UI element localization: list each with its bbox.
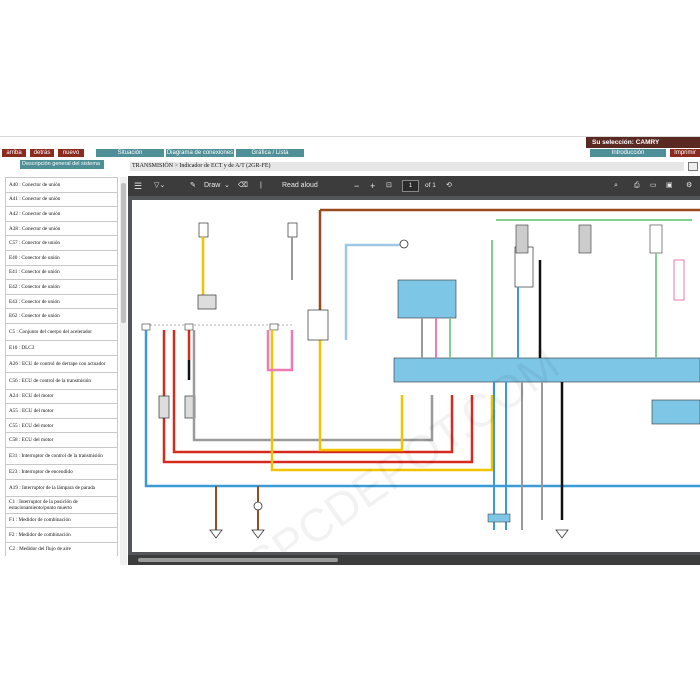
sensor-right (673, 259, 685, 301)
list-item[interactable]: C55 : ECU del motor (5, 417, 118, 433)
list-item[interactable]: E62 : Conector de unión (5, 308, 118, 323)
list-item[interactable]: A41 : Conector de unión (5, 191, 118, 207)
save-icon[interactable]: ▭ (650, 182, 657, 189)
ecu-bar (393, 357, 700, 383)
pdf-toolbar: ☰ ▽⌄ ✎ Draw ⌄ ⌫ | Read aloud − + ⊡ 1 of … (128, 176, 700, 196)
connector-bottom (487, 513, 511, 523)
list-item[interactable]: A24 : ECU del motor (5, 388, 118, 404)
zoom-in-icon[interactable]: + (370, 181, 376, 191)
draw-button[interactable]: Draw (204, 182, 221, 189)
print-icon[interactable]: ⎙ (634, 182, 640, 189)
list-item[interactable]: C1 : Interruptor de la posición de estac… (5, 495, 118, 513)
settings-icon[interactable]: ⚙ (686, 182, 693, 189)
ecu-right-block (651, 399, 700, 425)
list-item[interactable]: A55 : ECU del motor (5, 403, 118, 418)
tab-situacion[interactable]: Situación (96, 149, 164, 157)
print-button[interactable]: Imprimir (670, 149, 700, 157)
fuse-right-2 (578, 224, 592, 254)
draw-chevron-icon[interactable]: ⌄ (224, 182, 230, 189)
list-item[interactable]: E31 : Interruptor de control de la trans… (5, 446, 118, 464)
list-item[interactable]: C56 : ECU de control de la transmisión (5, 371, 118, 389)
wiring-diagram-page[interactable]: SPCDEPOT.COM (132, 200, 700, 552)
intro-button[interactable]: Introducción (590, 149, 666, 157)
page-number-input[interactable]: 1 (402, 180, 419, 192)
wire-lightblue (344, 243, 400, 340)
fuse-right-3 (649, 224, 663, 254)
pdf-viewer: ☰ ▽⌄ ✎ Draw ⌄ ⌫ | Read aloud − + ⊡ 1 of … (128, 176, 700, 565)
wire-gray-long (192, 330, 434, 442)
list-item[interactable]: C5 : Conjunto del cuerpo del acelerador (5, 322, 118, 340)
page-total: of 1 (425, 182, 436, 189)
wiring-diagram: SPCDEPOT.COM (141, 208, 700, 552)
list-item[interactable]: A42 : Conector de unión (5, 206, 118, 221)
list-item[interactable]: C57 : Conector de unión (5, 235, 118, 250)
switch-1 (158, 395, 170, 419)
connector-l1 (141, 323, 151, 331)
ground-symbol-3 (555, 529, 569, 539)
list-item[interactable]: C58 : ECU del motor (5, 432, 118, 447)
connector-l2 (184, 323, 194, 331)
filter-icon[interactable]: ▽⌄ (154, 182, 166, 189)
save-as-icon[interactable]: ▣ (666, 182, 673, 189)
fuse-2 (287, 222, 298, 238)
menu-icon[interactable]: ☰ (134, 181, 143, 191)
tab-diagrama[interactable]: Diagrama de conexiones (166, 149, 234, 157)
rotate-icon[interactable]: ⟲ (446, 182, 452, 189)
ground-symbol-1 (209, 529, 223, 539)
ground-symbol-2 (251, 529, 265, 539)
junction-node (253, 501, 263, 511)
window-icon[interactable] (688, 162, 698, 171)
list-item[interactable]: E43 : Conector de unión (5, 293, 118, 309)
list-item[interactable]: A38 : Conector de unión (5, 220, 118, 236)
relay-1 (197, 294, 217, 310)
top-navigation: arriba detrás nuevo Situación Diagrama d… (0, 136, 700, 159)
search-icon[interactable]: ⌕ (614, 182, 618, 189)
nav-up-button[interactable]: arriba (2, 149, 26, 157)
list-item[interactable]: E40 : Conector de unión (5, 249, 118, 265)
selection-label: Su selección: CAMRY (586, 137, 700, 148)
draw-icon[interactable]: ✎ (190, 182, 196, 189)
tab-grafica[interactable]: Gráfica / Lista (236, 149, 304, 157)
list-item[interactable]: C2 : Medidor del flujo de aire (5, 541, 118, 557)
list-item[interactable]: A19 : Interruptor de la lámpara de parad… (5, 478, 118, 496)
eraser-icon[interactable]: ⌫ (238, 182, 248, 189)
system-overview-link[interactable]: Descripción general del sistema (20, 160, 104, 169)
list-item[interactable]: E41 : Conector de unión (5, 264, 118, 280)
relay-center (307, 309, 329, 341)
fuse-1 (198, 222, 209, 238)
list-item[interactable]: F1 : Medidor de combinación (5, 512, 118, 528)
left-scroll-thumb[interactable] (121, 183, 126, 323)
read-aloud-button[interactable]: Read aloud (282, 182, 318, 189)
module-top (397, 279, 457, 319)
divider: | (260, 182, 262, 189)
list-item[interactable]: F2 : Medidor de combinación (5, 527, 118, 542)
horizontal-scrollbar[interactable] (128, 555, 700, 565)
wire-yellow-mid (318, 330, 404, 452)
list-item[interactable]: E42 : Conector de unión (5, 279, 118, 294)
ground-node (399, 239, 409, 249)
horizontal-scroll-thumb[interactable] (138, 558, 338, 562)
zoom-out-icon[interactable]: − (354, 181, 360, 191)
wire-pink (266, 330, 294, 372)
left-panel: Descripción general del sistema A40 : Co… (0, 160, 128, 565)
fuse-right-1 (515, 224, 529, 254)
connector-l3 (269, 323, 279, 331)
list-item[interactable]: A26 : ECU de control de derrape con actu… (5, 354, 118, 372)
nav-back-button[interactable]: detrás (30, 149, 54, 157)
nav-new-button[interactable]: nuevo (58, 149, 84, 157)
wire-blue-long (144, 330, 700, 488)
list-item[interactable]: E23 : Interruptor de encendido (5, 463, 118, 479)
list-item[interactable]: E10 : DLC3 (5, 339, 118, 355)
fit-page-icon[interactable]: ⊡ (386, 182, 392, 189)
wire-red-2 (172, 330, 454, 454)
list-item[interactable]: A40 : Conector de unión (5, 177, 118, 192)
left-scrollbar[interactable] (120, 177, 127, 565)
wire-yellow-long (270, 330, 494, 472)
breadcrumb: TRANSMISIÓN > Indicador de ECT y de A/T … (130, 162, 684, 171)
